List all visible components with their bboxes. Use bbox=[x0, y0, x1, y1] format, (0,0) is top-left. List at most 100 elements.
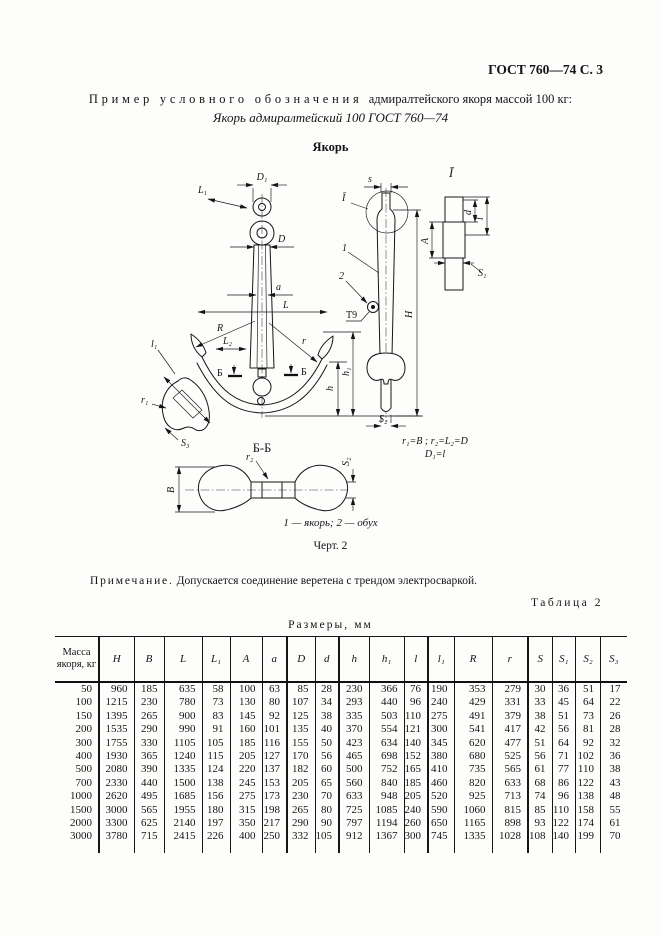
section-mark-right: Б bbox=[301, 367, 307, 378]
table-cell: 440 bbox=[369, 696, 405, 710]
table-cell: 780 bbox=[164, 696, 203, 710]
section-title: Б-Б bbox=[253, 441, 272, 455]
table-cell: 56 bbox=[528, 750, 553, 764]
table-cell: 300 bbox=[404, 830, 429, 844]
table-cell: 58 bbox=[202, 682, 231, 697]
col-header-12: l₁ bbox=[428, 636, 455, 683]
table-cell: 121 bbox=[404, 723, 429, 737]
table-cell: 3300 bbox=[99, 817, 135, 831]
table-cell: 390 bbox=[134, 763, 165, 777]
dim-label-s: s bbox=[368, 174, 372, 185]
table-cell: 1500 bbox=[55, 803, 100, 818]
table-cell: 205 bbox=[404, 790, 429, 804]
table-spacer-cell bbox=[428, 843, 455, 853]
table-cell: 279 bbox=[492, 682, 529, 697]
table-cell: 713 bbox=[492, 790, 529, 804]
table-cell: 417 bbox=[492, 723, 529, 737]
table-cell: 205 bbox=[230, 750, 263, 764]
table-cell: 135 bbox=[287, 723, 316, 737]
table-cell: 100 bbox=[230, 682, 263, 697]
table-cell: 138 bbox=[202, 776, 231, 791]
table-cell: 1000 bbox=[55, 790, 100, 804]
table-spacer-cell bbox=[230, 843, 263, 853]
table-spacer-cell bbox=[262, 843, 288, 853]
table-cell: 1085 bbox=[369, 803, 405, 818]
table-cell: 275 bbox=[428, 709, 455, 724]
table-cell: 725 bbox=[339, 803, 370, 818]
table-cell: 680 bbox=[454, 750, 493, 764]
formula-line-1: r₁=B ; r₂=L₂=D bbox=[402, 436, 468, 447]
table-cell: 116 bbox=[262, 736, 288, 751]
table-cell: 226 bbox=[202, 830, 231, 844]
table-cell: 460 bbox=[428, 776, 455, 791]
col-header-6: a bbox=[262, 636, 288, 683]
table-cell: 1395 bbox=[99, 709, 135, 724]
table-cell: 1105 bbox=[164, 736, 203, 751]
table-cell: 38 bbox=[609, 763, 621, 776]
dim-label-r2: r₂ bbox=[246, 452, 254, 463]
anchor-technical-drawing: D₁ L₁ D a L R r L₂ bbox=[141, 166, 490, 513]
shackle-detail-view: Ī A d l S₁ bbox=[420, 166, 490, 291]
table-cell: 735 bbox=[454, 763, 493, 777]
table-cell: 491 bbox=[454, 709, 493, 724]
table-cell: 26 bbox=[609, 709, 621, 722]
col-header-mass: Масса якоря, кг bbox=[55, 636, 100, 683]
table-cell: 48 bbox=[609, 790, 621, 803]
table-cell: 36 bbox=[609, 750, 621, 763]
table-cell: 92 bbox=[262, 709, 288, 724]
table-cell: 400 bbox=[55, 750, 100, 764]
designation-text: Якорь адмиралтейский 100 ГОСТ 760—74 bbox=[212, 110, 449, 125]
table-cell: 745 bbox=[428, 830, 455, 844]
table-cell: 81 bbox=[575, 723, 601, 737]
figure-number: Черт. 2 bbox=[313, 540, 348, 552]
table-cell: 124 bbox=[202, 763, 231, 777]
table-cell: 110 bbox=[575, 763, 601, 777]
table-cell: 2080 bbox=[99, 763, 135, 777]
table-cell: 260 bbox=[404, 817, 429, 831]
table-cell: 28 bbox=[609, 723, 621, 736]
table-cell: 335 bbox=[339, 709, 370, 724]
table-cell: 86 bbox=[552, 776, 576, 791]
dim-label-D: D bbox=[277, 234, 286, 245]
table-cell: 410 bbox=[428, 763, 455, 777]
table-cell: 635 bbox=[164, 682, 203, 697]
table-cell: 633 bbox=[339, 790, 370, 804]
table-cell: 38 bbox=[315, 709, 340, 724]
table-cell: 130 bbox=[230, 696, 263, 710]
table-cell: 332 bbox=[287, 830, 316, 844]
table-cell: 500 bbox=[55, 763, 100, 777]
section-b-b: Б-Б B r₂ S₂ bbox=[166, 441, 356, 513]
table-cell: 752 bbox=[369, 763, 405, 777]
table-cell: 60 bbox=[315, 763, 340, 777]
table-cell: 85 bbox=[528, 803, 553, 818]
table-cell: 331 bbox=[492, 696, 529, 710]
table-cell: 165 bbox=[404, 763, 429, 777]
table-cell: 465 bbox=[339, 750, 370, 764]
table-cell: 379 bbox=[492, 709, 529, 724]
table-cell: 380 bbox=[428, 750, 455, 764]
table-cell: 64 bbox=[575, 696, 601, 710]
table-cell: 525 bbox=[492, 750, 529, 764]
table-cell: 125 bbox=[287, 709, 316, 724]
table-cell: 423 bbox=[339, 736, 370, 751]
note: Примечание. Допускается соединение верет… bbox=[62, 575, 606, 587]
table-cell: 240 bbox=[404, 803, 429, 818]
table-cell: 173 bbox=[262, 790, 288, 804]
table-cell: 185 bbox=[134, 682, 165, 697]
table-cell: 350 bbox=[230, 817, 263, 831]
table-cell: 182 bbox=[287, 763, 316, 777]
col-header-8: d bbox=[315, 636, 340, 683]
table-spacer-cell bbox=[202, 843, 231, 853]
table-cell: 2415 bbox=[164, 830, 203, 844]
col-header-3: L bbox=[164, 636, 203, 683]
table-cell: 51 bbox=[575, 682, 601, 697]
table-cell: 105 bbox=[202, 736, 231, 751]
table-cell: 56 bbox=[315, 750, 340, 764]
table-cell: 140 bbox=[404, 736, 429, 751]
table-cell: 110 bbox=[404, 709, 429, 724]
table-cell: 275 bbox=[230, 790, 263, 804]
